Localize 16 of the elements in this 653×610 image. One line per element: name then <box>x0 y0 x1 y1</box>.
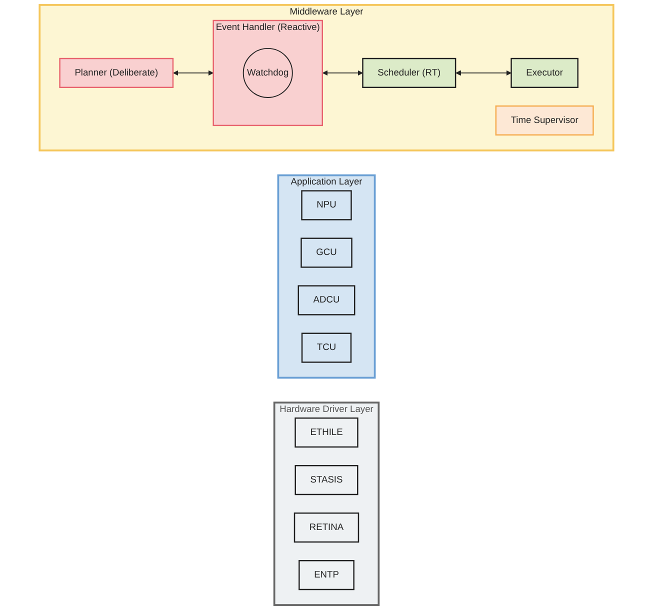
node-box: Planner (Deliberate) <box>59 58 174 88</box>
node-box: Scheduler (RT) <box>362 58 456 88</box>
arrow <box>456 70 512 76</box>
node-box: STASIS <box>294 465 358 496</box>
node-box: RETINA <box>294 512 360 543</box>
node-box: ETHILE <box>294 417 358 448</box>
arrow <box>172 70 214 76</box>
node-box: Executor <box>510 58 578 88</box>
node-box: TCU <box>301 332 352 363</box>
node-box: ADCU <box>298 285 356 316</box>
node-box: Time Supervisor <box>495 105 594 136</box>
node-box: ENTP <box>298 560 354 590</box>
arrow <box>322 70 363 76</box>
node-box: GCU <box>300 238 352 268</box>
node-box: NPU <box>301 190 352 220</box>
node-circle: Watchdog <box>242 48 293 98</box>
